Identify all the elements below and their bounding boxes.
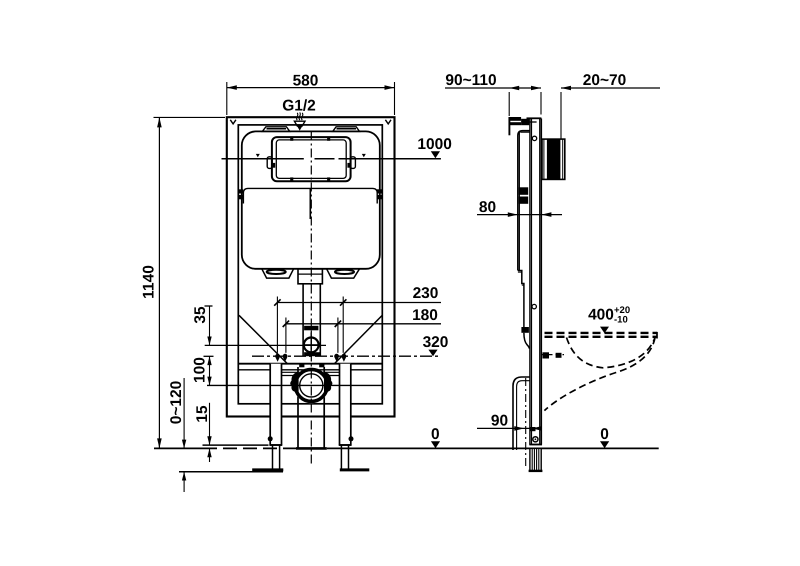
svg-text:180: 180 (412, 307, 438, 324)
svg-text:0: 0 (600, 426, 609, 443)
svg-text:1000: 1000 (417, 136, 451, 153)
svg-text:580: 580 (293, 72, 319, 89)
svg-text:230: 230 (413, 285, 439, 302)
svg-text:80: 80 (479, 199, 496, 216)
svg-text:0~120: 0~120 (168, 381, 185, 425)
svg-text:90: 90 (491, 412, 508, 429)
svg-text:400: 400 (588, 306, 614, 323)
svg-text:-10: -10 (614, 315, 628, 326)
svg-text:320: 320 (423, 334, 449, 351)
svg-text:1140: 1140 (141, 265, 158, 299)
svg-text:0: 0 (431, 426, 440, 443)
svg-text:+20: +20 (614, 305, 630, 316)
svg-text:G1/2: G1/2 (282, 98, 316, 115)
svg-text:90~110: 90~110 (445, 72, 496, 89)
svg-text:100: 100 (192, 357, 209, 383)
svg-text:15: 15 (194, 405, 211, 423)
svg-text:35: 35 (192, 306, 209, 324)
svg-text:20~70: 20~70 (583, 72, 627, 89)
